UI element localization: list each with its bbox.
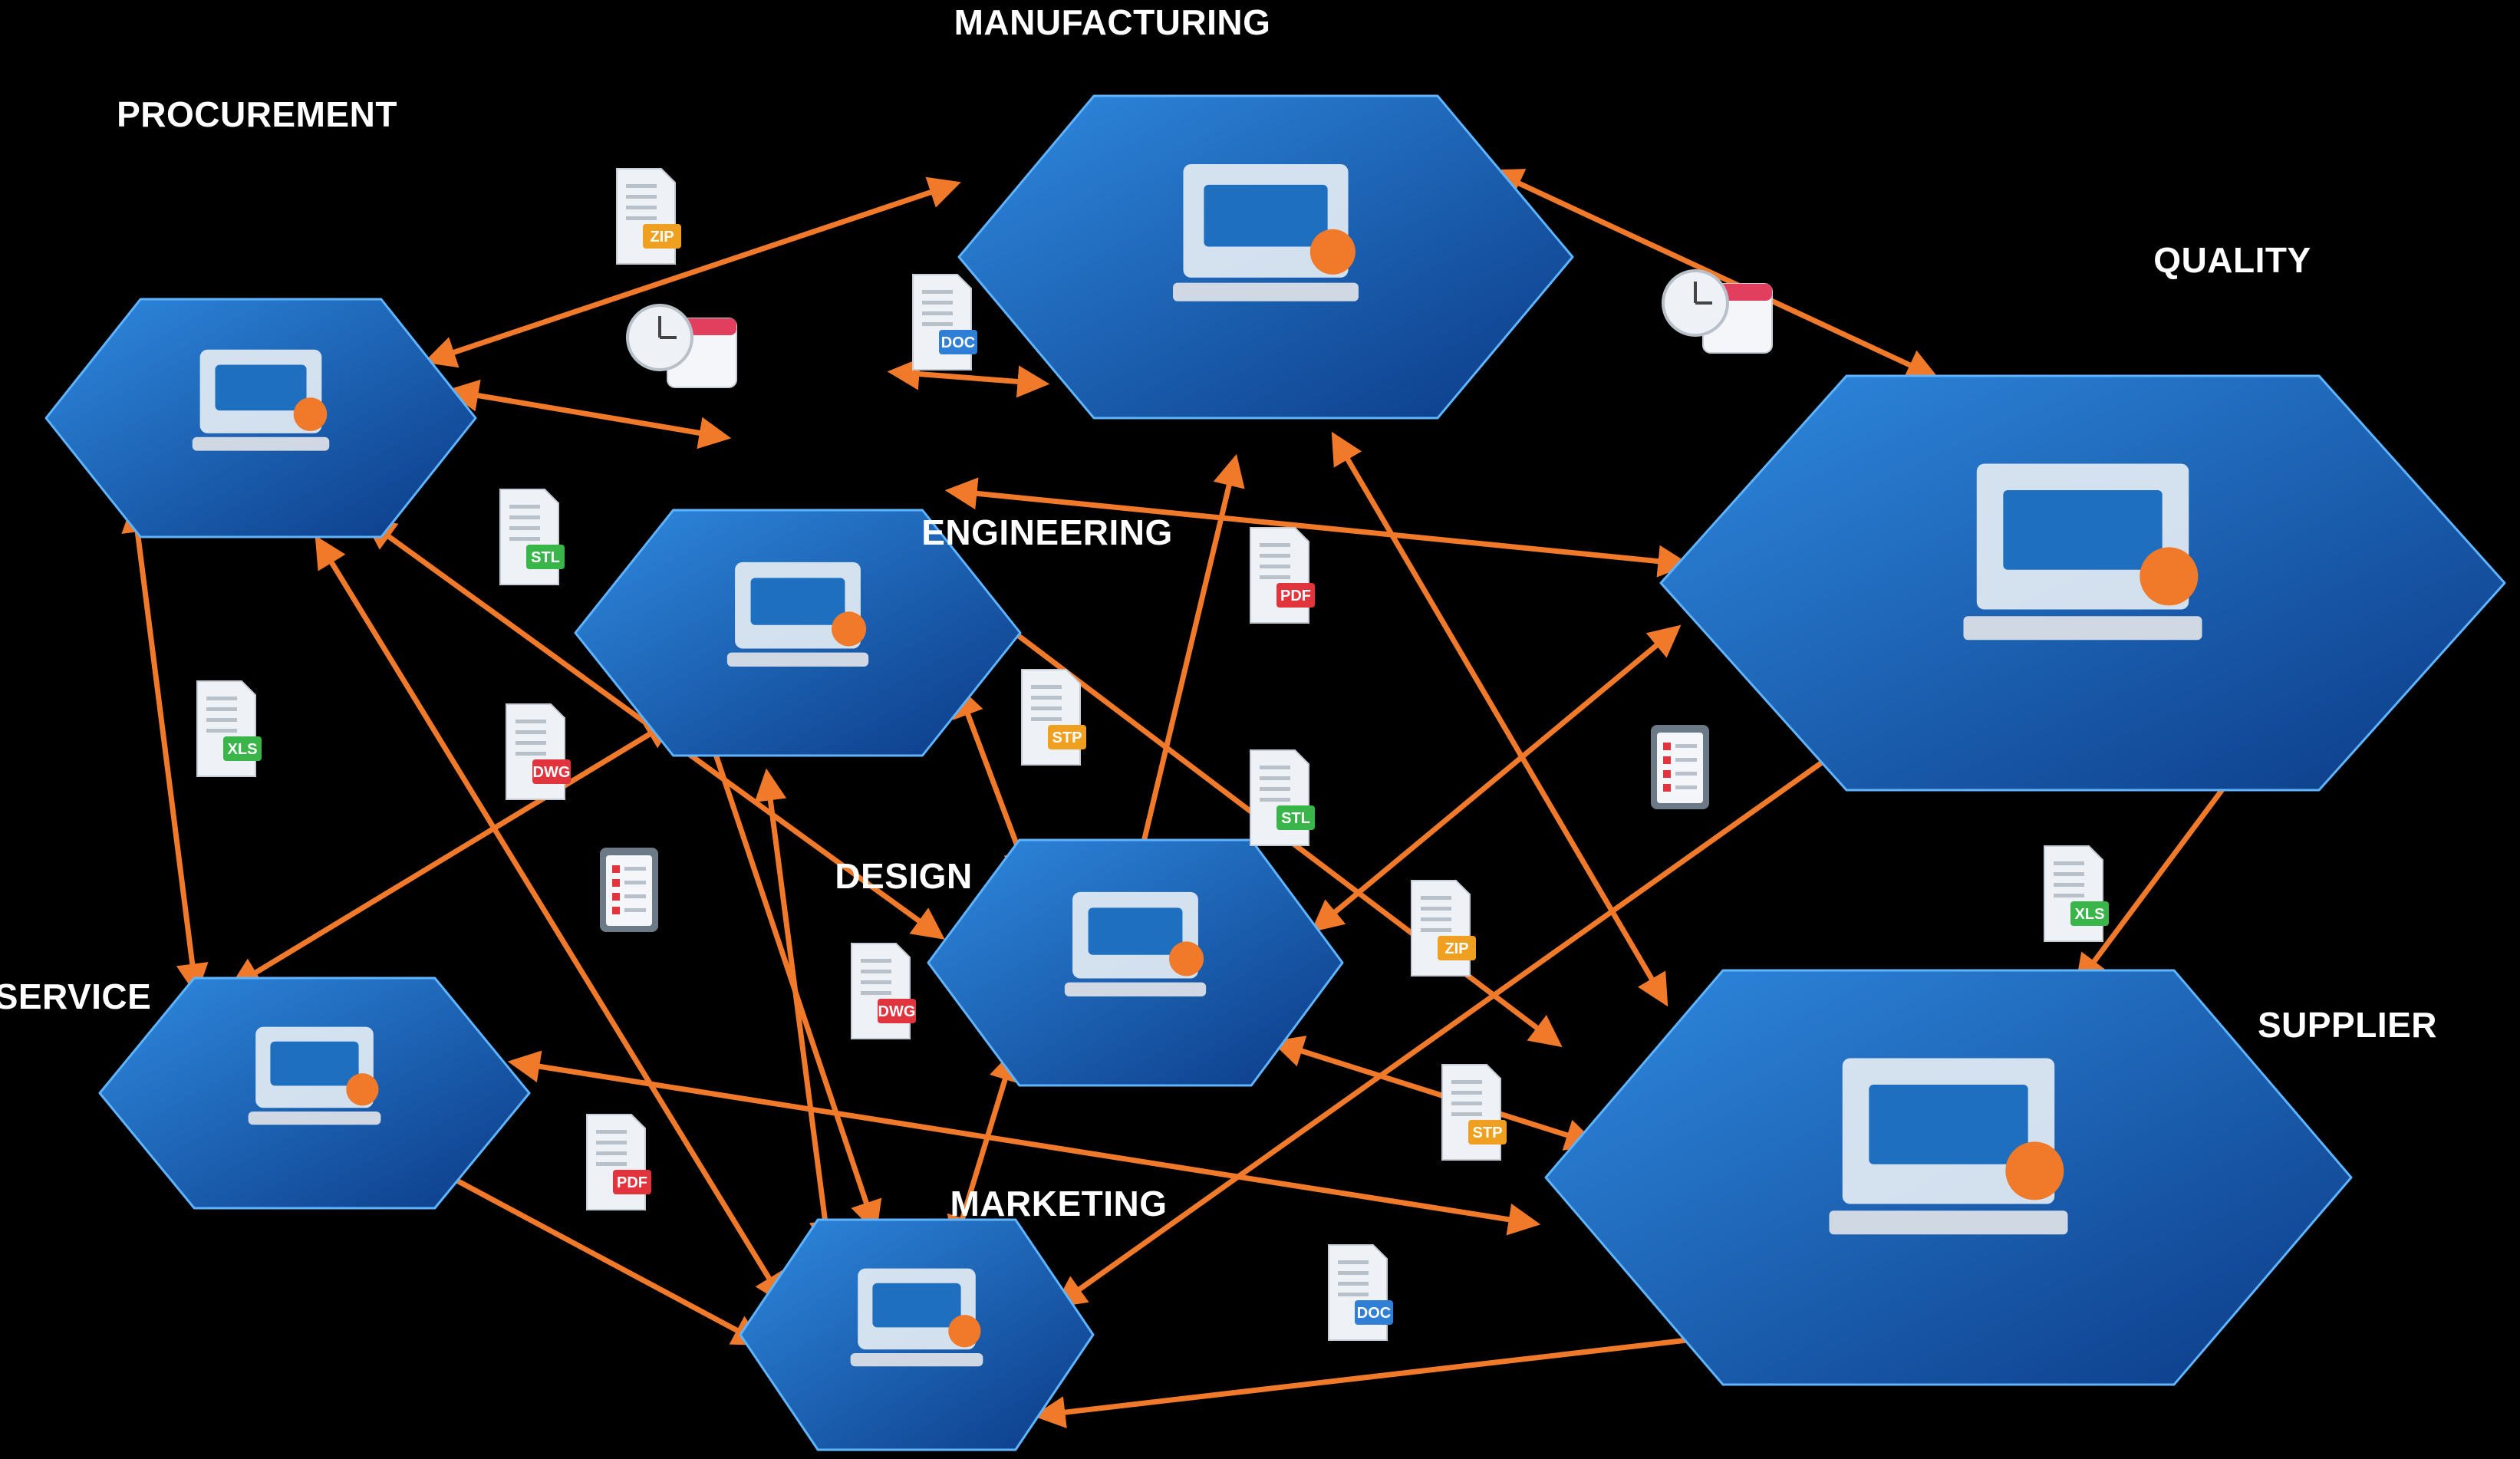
file-stl-icon: STL bbox=[1250, 749, 1315, 846]
file-badges: ZIP DOC STL XLS DWG PDF STP STL ZIP DWG STP PDF DOC X… bbox=[196, 168, 2109, 1341]
file-type-label: PDF bbox=[617, 1174, 647, 1191]
file-type-label: PDF bbox=[1280, 588, 1311, 604]
file-xls-icon: XLS bbox=[2044, 845, 2109, 942]
arrow-manufacturing-quality bbox=[1490, 169, 1939, 380]
file-stl-icon: STL bbox=[499, 489, 565, 585]
warehouse-inspection-icon bbox=[1963, 463, 2202, 641]
node-service: SERVICE bbox=[0, 977, 531, 1210]
file-type-label: XLS bbox=[228, 741, 258, 758]
label-manufacturing: MANUFACTURING bbox=[954, 2, 1271, 42]
clock-calendar-icon bbox=[626, 304, 737, 388]
file-stp-icon: STP bbox=[1441, 1064, 1507, 1161]
arrow-manufacturing-engineering bbox=[887, 357, 1050, 398]
file-type-label: STL bbox=[1281, 810, 1310, 827]
arrow-service-marketing bbox=[423, 1163, 766, 1345]
label-marketing: MARKETING bbox=[950, 1184, 1167, 1224]
arrow-procurement-engineering bbox=[446, 379, 732, 450]
file-type-label: XLS bbox=[2075, 906, 2105, 923]
file-type-label: ZIP bbox=[650, 229, 674, 245]
file-type-label: STP bbox=[1052, 730, 1082, 746]
arrow-marketing-supplier bbox=[1033, 1322, 1741, 1428]
misc-icons bbox=[600, 269, 1773, 932]
arrow-design-supplier bbox=[1270, 1036, 1599, 1151]
file-pdf-icon: PDF bbox=[1250, 527, 1315, 624]
arrow-engineering-service bbox=[228, 717, 677, 990]
label-procurement: PROCUREMENT bbox=[117, 94, 397, 134]
file-doc-icon: DOC bbox=[912, 274, 977, 371]
file-type-label: STP bbox=[1473, 1125, 1503, 1141]
file-type-label: ZIP bbox=[1444, 940, 1468, 957]
server-gear-icon bbox=[726, 562, 869, 667]
node-supplier: SUPPLIER bbox=[1544, 969, 2437, 1386]
label-design: DESIGN bbox=[835, 856, 972, 896]
file-dwg-icon: DWG bbox=[506, 703, 571, 800]
factory-truck-icon bbox=[1829, 1058, 2068, 1235]
file-stp-icon: STP bbox=[1021, 669, 1086, 766]
arrow-quality-supplier bbox=[2074, 750, 2252, 987]
arrow-marketing-manufacturing bbox=[687, 684, 882, 1233]
arrow-procurement-manufacturing bbox=[423, 176, 961, 368]
node-procurement: PROCUREMENT bbox=[44, 94, 477, 538]
node-marketing: MARKETING bbox=[739, 1184, 1167, 1451]
clipboard-icon bbox=[1651, 725, 1709, 809]
megaphone-icon bbox=[850, 1268, 983, 1367]
file-type-label: STL bbox=[531, 549, 560, 566]
office-desk-icon bbox=[192, 349, 330, 451]
arrow-design-quality bbox=[1310, 624, 1682, 933]
factory-machine-icon bbox=[1173, 164, 1359, 301]
node-engineering: ENGINEERING bbox=[574, 509, 1173, 757]
file-type-label: DWG bbox=[878, 1003, 916, 1020]
file-type-label: DOC bbox=[1357, 1305, 1391, 1322]
file-type-label: DOC bbox=[941, 334, 975, 351]
arrow-engineering-quality bbox=[944, 477, 1691, 578]
file-zip-icon: ZIP bbox=[1411, 880, 1476, 977]
label-service: SERVICE bbox=[0, 977, 151, 1016]
clock-calendar-icon bbox=[1662, 269, 1773, 354]
file-pdf-icon: PDF bbox=[586, 1114, 651, 1210]
file-dwg-icon: DWG bbox=[851, 943, 916, 1039]
arrow-manufacturing-supplier bbox=[1331, 431, 1668, 1007]
arrow-procurement-service bbox=[121, 499, 209, 996]
node-design: DESIGN bbox=[835, 838, 1344, 1087]
file-zip-icon: ZIP bbox=[616, 168, 681, 265]
label-supplier: SUPPLIER bbox=[2258, 1005, 2437, 1045]
label-quality: QUALITY bbox=[2153, 240, 2311, 280]
node-quality: QUALITY bbox=[1659, 240, 2506, 792]
file-xls-icon: XLS bbox=[196, 680, 262, 777]
file-doc-icon: DOC bbox=[1328, 1244, 1393, 1341]
node-manufacturing: MANUFACTURING bbox=[954, 2, 1574, 420]
designer-desk-icon bbox=[1064, 891, 1207, 997]
clipboard-icon bbox=[600, 848, 658, 932]
call-center-icon bbox=[248, 1026, 381, 1125]
arrow-service-supplier bbox=[507, 1050, 1541, 1236]
file-type-label: DWG bbox=[533, 764, 571, 781]
label-engineering: ENGINEERING bbox=[921, 512, 1173, 552]
